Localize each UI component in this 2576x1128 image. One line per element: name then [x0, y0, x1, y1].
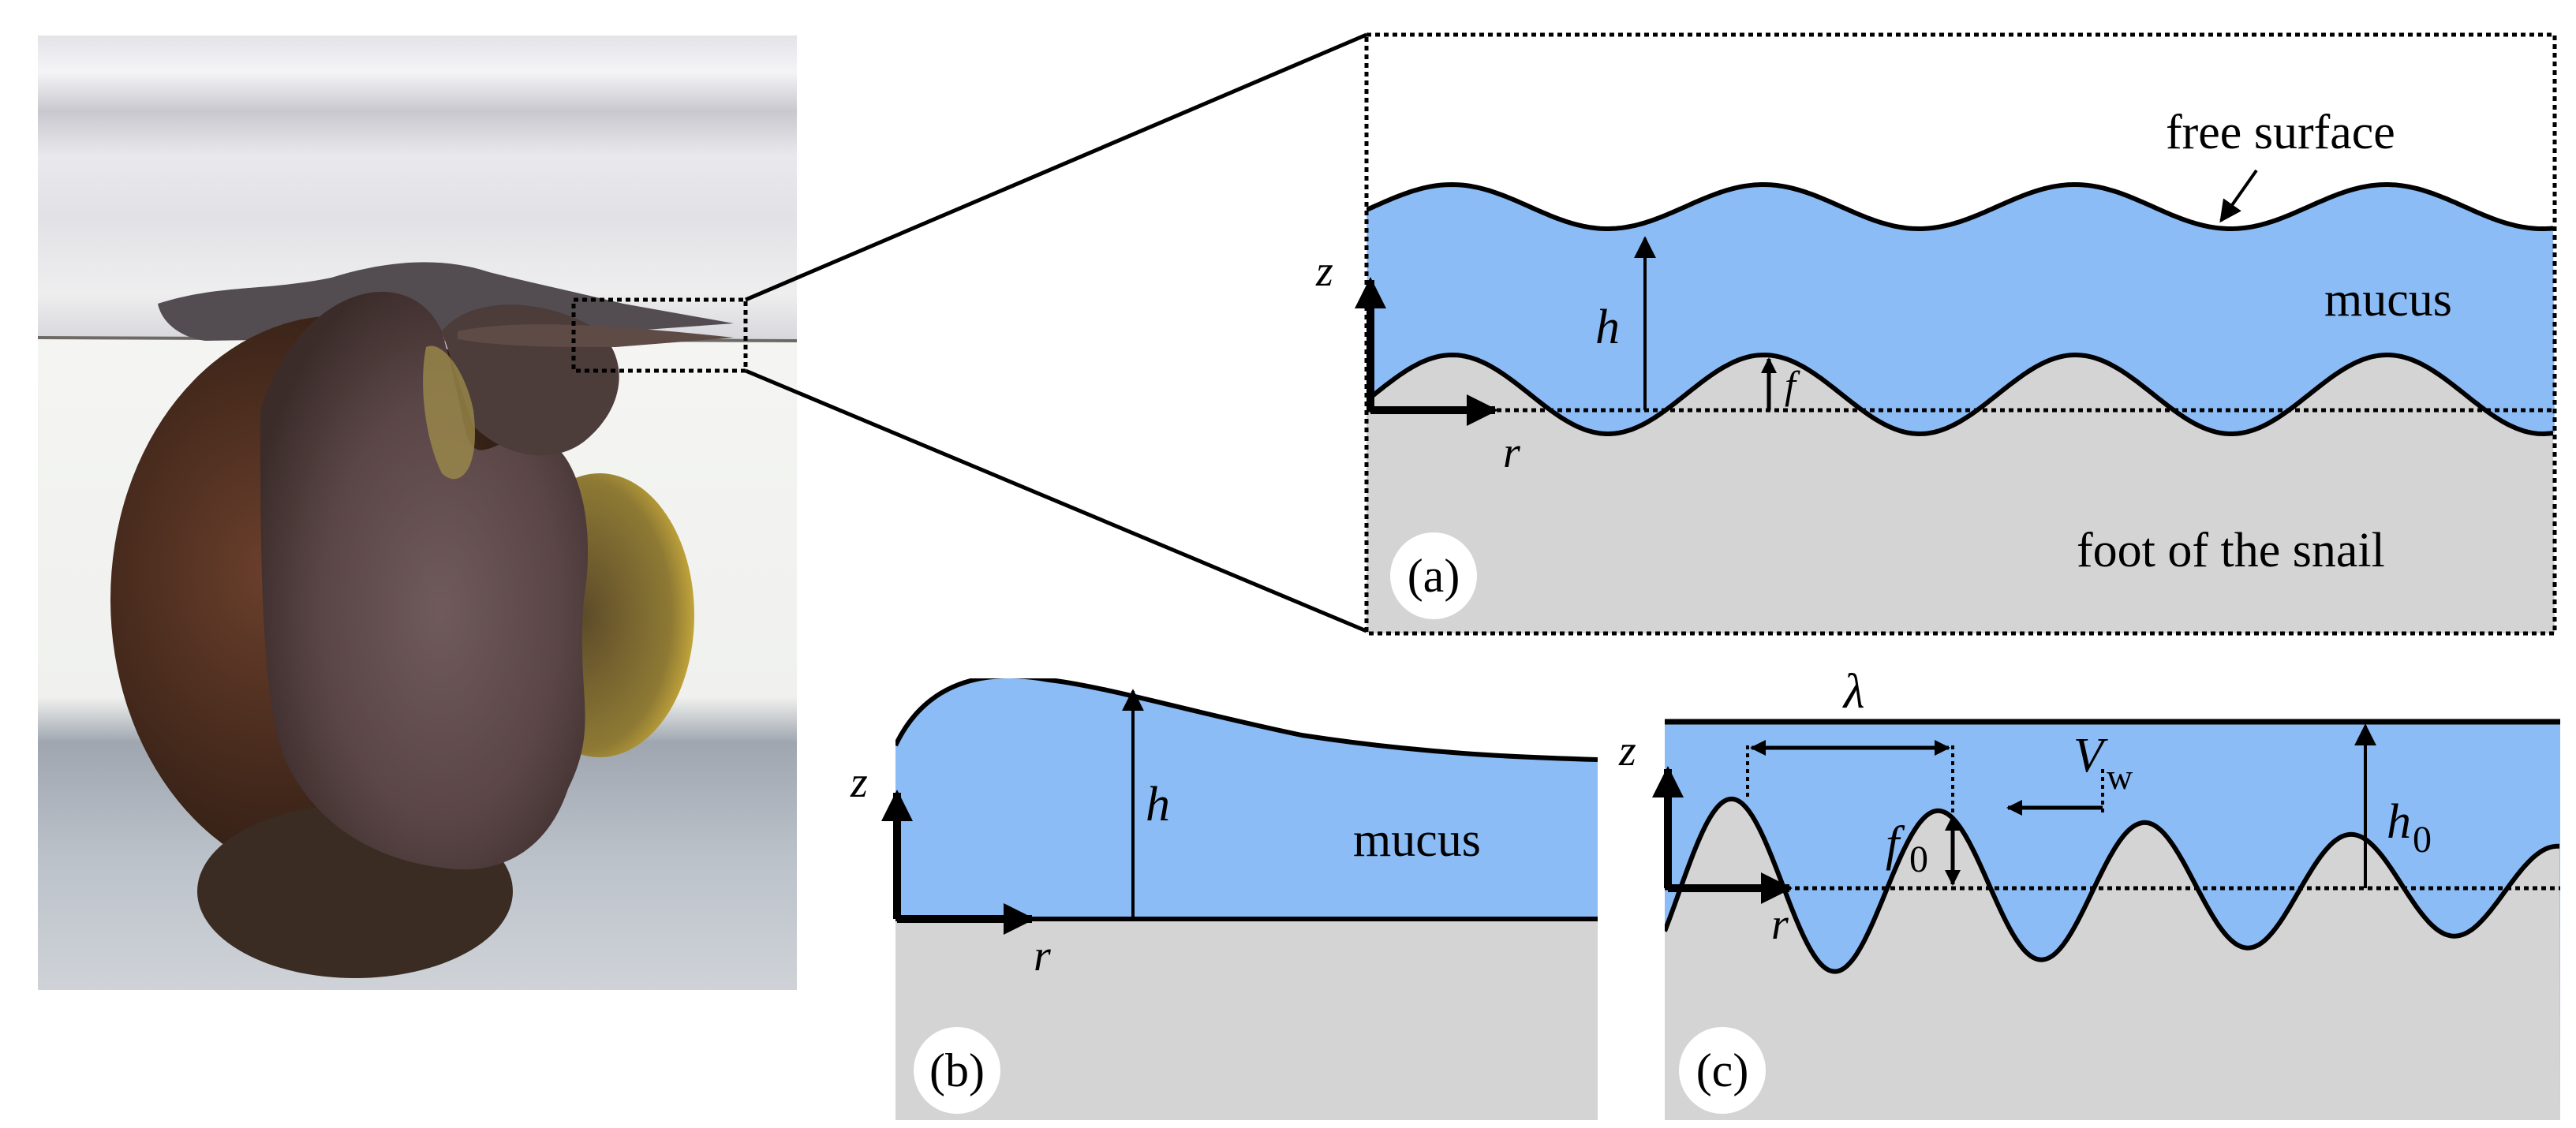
panel-b-panel-label: (b)	[929, 1044, 985, 1096]
panel-c-foot-region	[1665, 798, 2560, 1120]
panel-a-panel-label: (a)	[1408, 550, 1460, 602]
panel-b-r-label: r	[1034, 932, 1051, 980]
panel-a-h-label: h	[1595, 301, 1620, 354]
panel-c-h0-label: h	[2387, 795, 2411, 849]
snail-photo	[38, 35, 797, 990]
panel-a: z r h f free surface mucus foot of the s…	[1315, 32, 2557, 636]
panel-a-foot-label: foot of the snail	[2077, 524, 2385, 577]
panel-b-h-label: h	[1146, 778, 1170, 831]
panel-a-mucus-label: mucus	[2324, 273, 2452, 327]
zoom-line-bottom	[745, 368, 1367, 633]
snail-tentacle	[458, 324, 734, 347]
panel-c-z-label: z	[1618, 726, 1636, 775]
panel-b: z r h mucus (b)	[850, 678, 1598, 1120]
panel-a-mucus-region	[1367, 185, 2555, 434]
panel-b-mucus-label: mucus	[1353, 813, 1481, 867]
panel-c: z r λ f 0 V w h 0 (c)	[1618, 665, 2560, 1120]
panel-b-label-badge	[914, 1027, 1000, 1114]
panel-a-free-surface-label: free surface	[2166, 106, 2395, 159]
panel-c-panel-label: (c)	[1696, 1044, 1749, 1096]
snail-mantle-yellow	[423, 345, 475, 480]
snail-body	[260, 291, 589, 870]
panel-b-free-surface-curve	[895, 678, 1598, 762]
panel-b-foot-region	[895, 919, 1598, 1120]
panel-a-label-badge	[1390, 532, 1477, 619]
zoom-line-top	[745, 32, 1367, 302]
panel-b-z-label: z	[850, 758, 868, 807]
panel-c-vw-subscript: w	[2107, 756, 2133, 797]
panel-a-z-label: z	[1315, 247, 1333, 296]
panel-a-r-label: r	[1503, 428, 1520, 477]
panel-c-lambda-label: λ	[1842, 665, 1865, 719]
panel-a-foot-region	[1367, 355, 2555, 633]
panel-c-label-badge	[1679, 1027, 1766, 1114]
panel-c-r-label: r	[1771, 900, 1789, 949]
panel-c-vw-label: V	[2073, 729, 2108, 783]
panel-c-h0-subscript: 0	[2413, 819, 2432, 861]
panel-c-foot-surface-curve	[1665, 796, 2559, 974]
panel-b-mucus-region	[895, 678, 1598, 919]
panel-a-free-surface-curve	[1367, 181, 2554, 231]
panel-a-foot-surface-curve	[1367, 352, 2554, 437]
panel-c-f0-subscript: 0	[1909, 839, 1928, 880]
panel-a-free-surface-pointer	[2219, 169, 2258, 223]
